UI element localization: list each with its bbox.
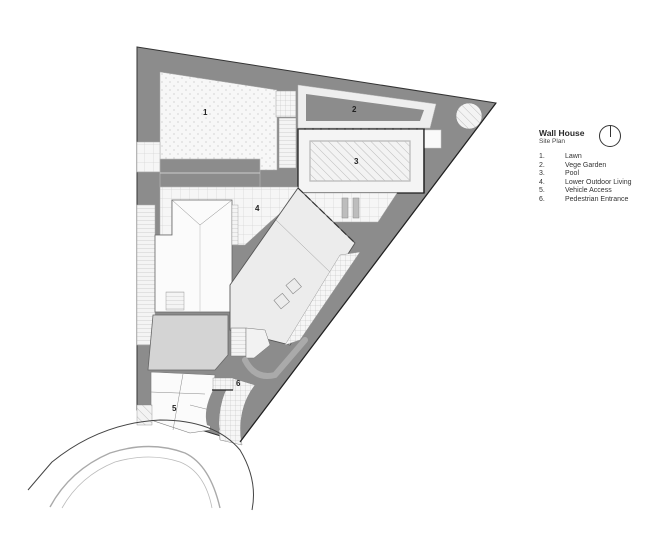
label-pedestrian-entrance: 6 — [236, 379, 241, 388]
plan-title: Wall House — [539, 128, 585, 138]
legend-item: 6.Pedestrian Entrance — [539, 195, 629, 203]
entry-stair — [230, 327, 247, 357]
hatched-bay — [136, 404, 153, 426]
zone-pedestrian-entrance — [218, 377, 256, 446]
label-lower-outdoor-living: 4 — [255, 204, 260, 213]
screen-strip — [231, 204, 239, 246]
legend: Wall House Site Plan 1.Lawn 2.Vege Garde… — [539, 128, 649, 204]
paving-left-strip — [136, 141, 161, 173]
label-lawn: 1 — [203, 108, 208, 117]
zone-vege-garden — [306, 94, 424, 121]
pool-equipment — [423, 129, 442, 149]
skylight-2 — [273, 292, 290, 310]
legend-item: 3.Pool — [539, 170, 580, 177]
zone-vehicle-access — [150, 371, 216, 434]
label-vege-garden: 2 — [352, 105, 357, 114]
road-kerb-inner-2 — [61, 456, 213, 509]
legend-list: 1.Lawn 2.Vege Garden 3.Pool 4.Lower Outd… — [539, 153, 649, 204]
legend-item: 5.Vehicle Access — [539, 187, 612, 194]
legend-item: 1.Lawn — [539, 153, 582, 160]
north-arrow-icon — [599, 125, 621, 147]
sun-lounger-2 — [352, 197, 360, 219]
sun-lounger-1 — [341, 197, 349, 219]
label-vehicle-access: 5 — [172, 404, 177, 413]
zone-lawn — [159, 71, 278, 171]
entry-canopy — [245, 327, 271, 359]
plan-subtitle: Site Plan — [539, 138, 566, 145]
road-edge-outer — [27, 419, 254, 511]
entry-steps — [212, 377, 234, 391]
skylight-1 — [285, 277, 302, 295]
label-pool: 3 — [354, 157, 359, 166]
stairs-side — [278, 117, 297, 169]
steps-upper — [275, 90, 297, 118]
tree-circle — [455, 102, 483, 130]
roof-carport — [147, 314, 229, 371]
legend-item: 2.Vege Garden — [539, 161, 607, 169]
road-kerb-inner-1 — [49, 445, 221, 509]
stair-block — [165, 291, 185, 311]
pool-water — [309, 140, 411, 182]
terrace-steps — [284, 251, 361, 346]
planting-curve — [205, 385, 230, 430]
legend-item: 4.Lower Outdoor Living — [539, 178, 632, 186]
